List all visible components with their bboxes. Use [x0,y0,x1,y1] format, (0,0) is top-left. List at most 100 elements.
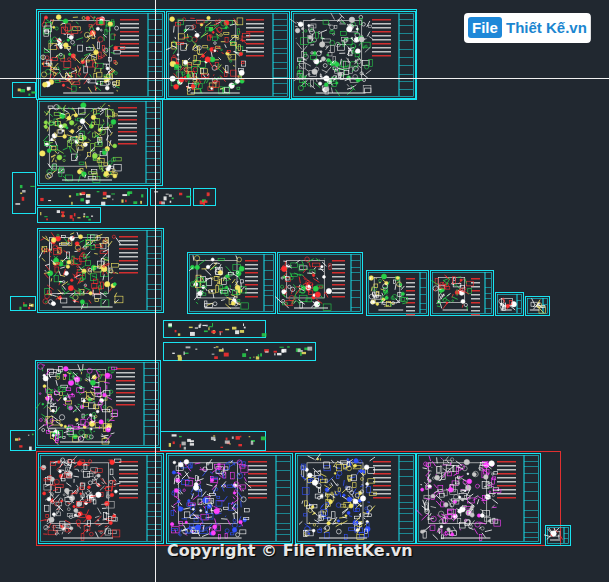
plan-block [227,50,230,52]
plan-block [286,277,289,280]
plan-symbol [39,419,42,422]
plan-line [47,250,51,253]
plan-line [396,300,400,304]
legend-row [118,111,137,113]
plan-block [53,164,57,169]
title-block-row [399,19,413,20]
plan-symbol [104,292,107,295]
plan-symbol [43,385,46,388]
legend-row [118,139,137,141]
plan-symbol [69,242,71,244]
plan-line [53,63,58,69]
plan-line [58,112,60,114]
plan-symbol [313,60,315,62]
plan-symbol [231,302,235,306]
title-block-edge [148,13,149,96]
legend-row [118,131,137,133]
plan-line [76,127,82,132]
plan-line [100,243,101,247]
legend-row [120,39,139,41]
plan-block [79,134,83,140]
plan-line [55,151,58,154]
plan-symbol [40,151,45,156]
plan-line [354,33,359,35]
plan-line [186,67,187,74]
plan-block [178,19,184,25]
plan-line [238,291,241,293]
plan-line [94,68,95,72]
plan-line [174,41,177,47]
plan-line [382,293,383,296]
plan-line [57,73,60,75]
legend-row [372,55,391,57]
plan-block [97,18,103,25]
plan-block [174,65,180,70]
plan-line [52,158,54,163]
legend-row [120,43,139,45]
plan-line [56,295,61,299]
legend-row [246,19,264,21]
plan-line [532,298,535,305]
plan-symbol [185,65,187,67]
plan-line [71,21,72,22]
drawing-sheet [36,361,161,448]
plan-block [72,154,77,161]
plan-line [234,20,237,25]
plan-block [363,42,370,48]
plan-line [195,31,197,32]
plan-block [78,108,85,114]
plan-block [196,83,202,88]
plan-symbol [205,57,210,62]
plan-line [55,407,60,414]
plan-symbol [356,59,361,64]
plan-line [342,41,344,47]
plan-block [205,27,209,31]
plan-symbol [281,277,283,279]
plan-line [214,23,219,24]
plan-line [297,301,300,306]
plan-line [45,63,50,65]
plan-symbol [47,149,51,153]
site-boundary [438,278,464,303]
plan-block [73,436,78,442]
title-block-row [147,289,161,290]
plan-symbol [396,276,399,279]
plan-line [100,106,102,107]
plan-symbol [308,83,311,86]
plan-symbol [49,121,54,126]
plan-block [103,424,111,428]
plan-symbol [47,169,52,174]
plan-line [332,67,337,72]
plan-line [84,73,87,78]
legend-row [372,31,391,33]
plan-line [234,289,235,291]
plan-symbol [288,285,291,288]
plan-symbol [336,82,338,84]
plan-symbol [197,289,199,291]
plan-line [102,434,103,436]
plan-block [101,128,109,130]
plan-symbol [83,400,86,403]
legend-row [245,296,258,298]
title-block-row [264,290,273,291]
plan-line [63,148,68,150]
plan-line [219,57,221,59]
plan-line [313,278,319,282]
plan-line [42,237,49,242]
plan-line [241,35,243,42]
plan-line [110,277,112,280]
plan-block [106,375,112,378]
plan-line [312,34,313,41]
title-block-row [264,260,273,261]
plan-block [194,82,198,85]
plan-symbol [108,22,113,27]
plan-line [89,300,91,304]
plan-symbol [51,302,55,306]
plan-line [116,238,121,245]
plan-line [100,83,102,84]
title-block-row [485,308,491,309]
plan-line [209,290,210,292]
plan-block [86,60,89,62]
plan-symbol [351,44,356,49]
plan-block [192,85,194,87]
